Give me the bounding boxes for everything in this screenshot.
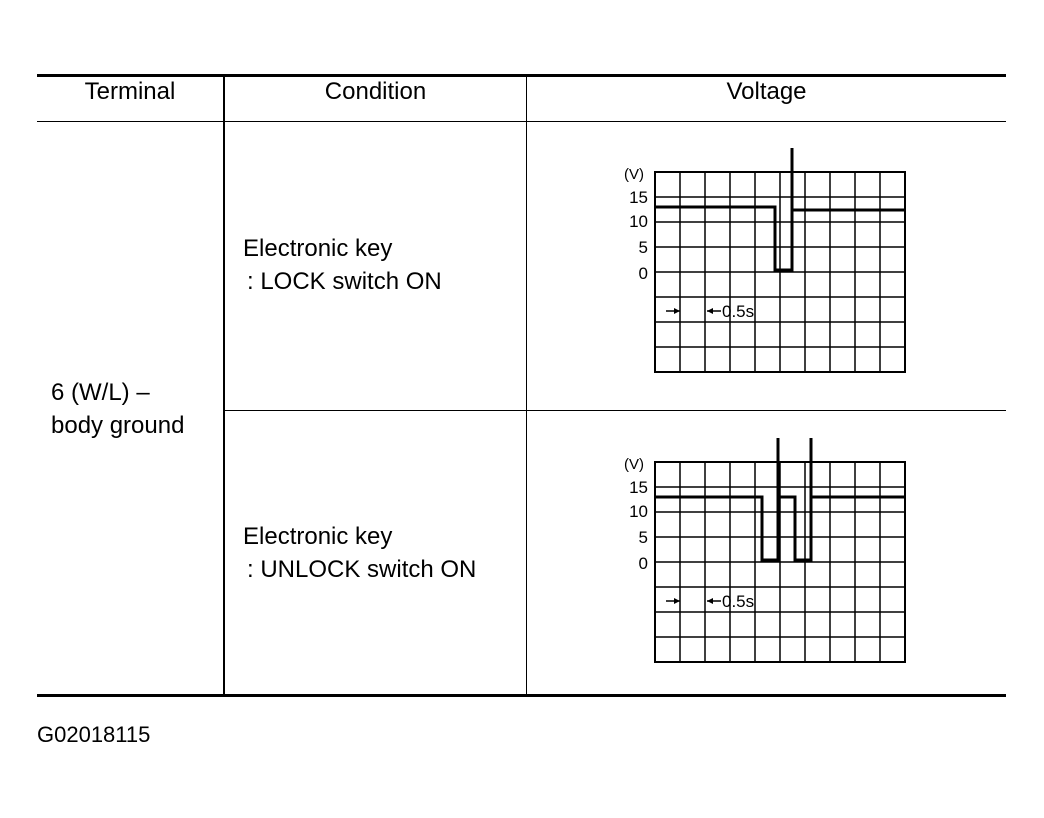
unlock-waveform-tick-15: 15: [629, 478, 648, 497]
voltage-trace: [655, 148, 905, 272]
header-terminal: Terminal: [84, 78, 176, 105]
unlock-waveform-tick-5: 5: [639, 528, 648, 547]
unlock-waveform-grid: [654, 461, 906, 663]
lock-waveform-tick-0: 0: [639, 264, 648, 283]
header-voltage: Voltage: [726, 78, 807, 105]
table-bottom-rule: [37, 694, 1006, 697]
figure-code: G02018115: [37, 722, 151, 747]
condition-row-2-line-2: : UNLOCK switch ON: [247, 556, 477, 583]
lock-waveform-grid: [654, 171, 906, 373]
time-arrow-left-head: [674, 598, 680, 604]
unlock-waveform-unit-label: (V): [624, 456, 644, 473]
unlock-waveform-time-label: 0.5s: [722, 592, 754, 611]
lock-waveform-tick-10: 10: [629, 212, 648, 231]
lock-waveform-time-division: [666, 308, 721, 314]
unlock-waveform-trace: [655, 438, 905, 562]
lock-waveform-unit-label: (V): [624, 166, 644, 183]
column-divider-1: [223, 76, 225, 696]
lock-waveform-time-label: 0.5s: [722, 302, 754, 321]
terminal-line-1: 6 (W/L) –: [51, 379, 150, 406]
time-arrow-right-head: [707, 598, 713, 604]
grid-frame: [654, 171, 906, 373]
row-divider: [225, 410, 1006, 411]
unlock-waveform-tick-0: 0: [639, 554, 648, 573]
terminal-line-2: body ground: [51, 412, 185, 439]
time-arrow-left-head: [674, 308, 680, 314]
condition-row-2-line-1: Electronic key: [243, 523, 393, 550]
lock-waveform-chart: (V) 15 10 5 0 0.5s: [624, 148, 906, 373]
lock-waveform-trace: [655, 148, 905, 272]
condition-row-1-line-2: : LOCK switch ON: [247, 268, 442, 295]
column-divider-2: [526, 76, 527, 696]
time-arrow-right-head: [707, 308, 713, 314]
lock-waveform-tick-15: 15: [629, 188, 648, 207]
table-top-rule: [37, 74, 1006, 77]
lock-waveform-tick-5: 5: [639, 238, 648, 257]
unlock-waveform-time-division: [666, 598, 721, 604]
header-condition: Condition: [324, 78, 427, 105]
grid-frame: [654, 461, 906, 663]
condition-row-1-line-1: Electronic key: [243, 235, 393, 262]
header-bottom-rule: [37, 121, 1006, 122]
unlock-waveform-chart: (V) 15 10 5 0 0.5s: [624, 438, 906, 663]
voltage-trace: [655, 438, 905, 562]
unlock-waveform-tick-10: 10: [629, 502, 648, 521]
